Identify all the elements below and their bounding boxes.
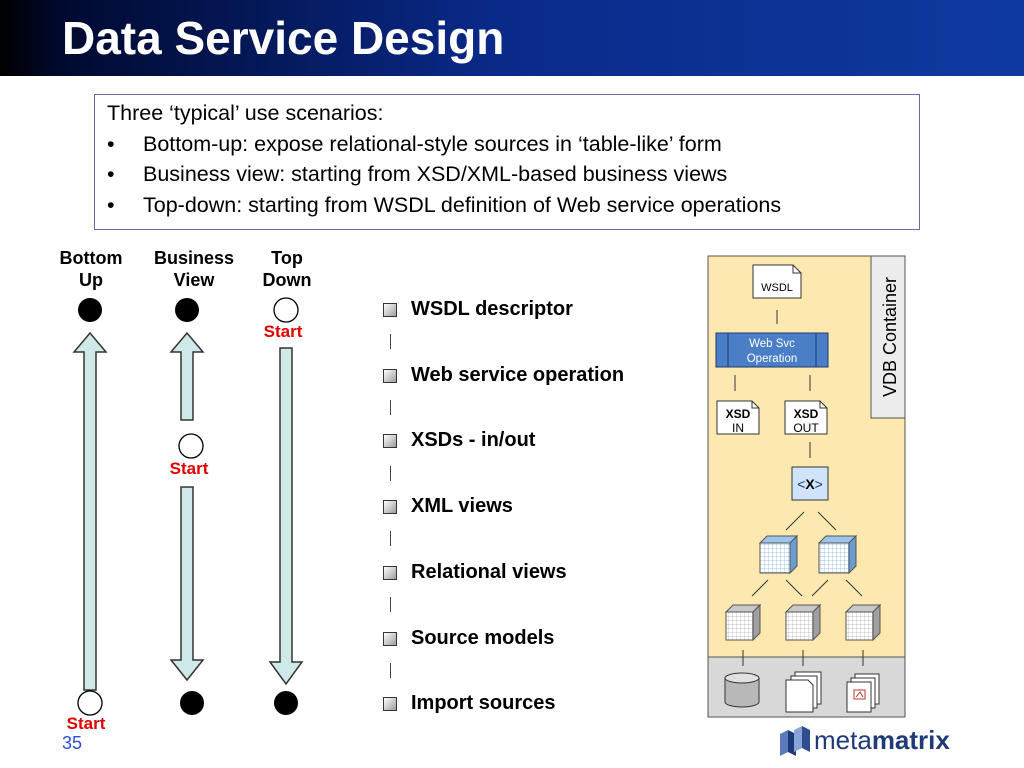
document-stack-icon [785,671,822,713]
operation-label-line1: Web Svc [749,338,795,350]
web-svc-operation-box [715,332,829,368]
wsdl-label: WSDL [761,282,793,294]
page-title: Data Service Design [62,12,505,64]
xsd-out-document-icon [784,400,828,435]
checkbox-icon [383,433,397,448]
top-down-end-circle [274,691,298,715]
vdb-container-label: VDB Container [880,277,900,397]
step-wsdl-descriptor: WSDL descriptor [383,298,573,321]
xsd-out-sublabel: OUT [793,421,819,435]
step-web-service-operation: Web service operation [383,364,624,387]
checkbox-icon [383,565,397,580]
xml-view-symbol: <X> [797,476,823,492]
logo-text: metamatrix [814,725,950,755]
step-connector [390,597,391,612]
source-model-cube [784,603,822,642]
relational-view-cube [758,534,799,575]
checkbox-icon [383,696,397,711]
step-connector [390,400,391,415]
operation-label-line2: Operation [747,353,798,365]
step-relational-views: Relational views [383,561,567,584]
logo-mark-icon [780,726,810,756]
top-down-start-label: Start [263,322,303,341]
step-connector [390,531,391,546]
xml-view-icon [791,466,829,501]
business-view-end-circle-bottom [180,691,204,715]
source-model-cube [724,603,762,642]
intro-heading: Three ‘typical’ use scenarios: [107,101,384,125]
step-connector [390,466,391,481]
xsd-in-document-icon [716,400,760,435]
step-import-sources: Import sources [383,692,555,715]
step-xsds-in-out: XSDs - in/out [383,429,535,452]
step-xml-views: XML views [383,495,513,518]
xsd-in-label: XSD [726,407,751,421]
checkbox-icon [383,302,397,317]
checkbox-icon [383,499,397,514]
top-down-start-circle [273,297,299,323]
step-source-models: Source models [383,627,554,650]
intro-item: •Business view: starting from XSD/XML-ba… [107,162,728,186]
vdb-container-tab [870,255,906,419]
file-stack-icon [846,673,880,713]
xsd-in-sublabel: IN [732,421,744,435]
business-view-start-label: Start [169,459,209,478]
database-icon [724,672,760,708]
step-connector [390,663,391,678]
bottom-up-start-circle [77,690,103,716]
intro-box: Three ‘typical’ use scenarios: •Bottom-u… [94,94,920,230]
business-view-start-circle [178,433,204,459]
relational-view-cube [817,534,858,575]
checkbox-icon [383,368,397,383]
checkbox-icon [383,631,397,646]
xsd-out-label: XSD [794,407,819,421]
bottom-up-end-circle [78,298,102,322]
step-connector [390,334,391,349]
title-bar: Data Service Design [0,0,1024,76]
wsdl-document-icon [752,264,802,299]
business-view-up-arrow [169,331,205,421]
intro-item: •Top-down: starting from WSDL definition… [107,192,782,217]
bottom-up-start-label: Start [66,714,106,733]
intro-item: •Bottom-up: expose relational-style sour… [107,131,722,156]
business-view-end-circle-top [175,298,199,322]
top-down-arrow [268,347,304,686]
source-model-cube [844,603,882,642]
business-view-down-arrow [169,486,205,682]
bottom-up-arrow [72,331,108,691]
page-number: 35 [62,733,83,753]
